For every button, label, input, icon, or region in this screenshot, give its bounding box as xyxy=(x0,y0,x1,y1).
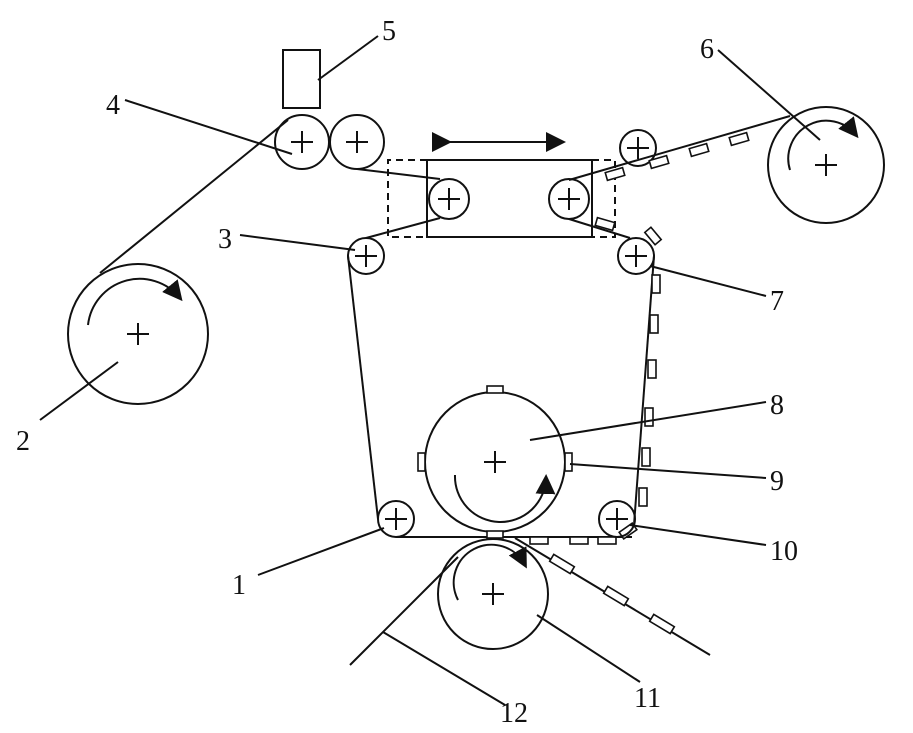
leader-lines xyxy=(39,35,821,706)
label-10: 10 xyxy=(770,536,798,567)
drum-8 xyxy=(417,385,573,539)
dancer-box xyxy=(426,159,593,238)
unit-5 xyxy=(282,49,321,109)
roller-1 xyxy=(377,500,415,538)
roller-11 xyxy=(437,538,549,650)
takeup-roll-6 xyxy=(767,106,885,224)
label-8: 8 xyxy=(770,390,784,421)
label-3: 3 xyxy=(218,224,232,255)
label-11: 11 xyxy=(634,683,661,714)
label-12: 12 xyxy=(500,698,528,729)
supply-roll-2 xyxy=(67,263,209,405)
roller-7 xyxy=(617,237,655,275)
web-line xyxy=(99,119,289,274)
label-6: 6 xyxy=(700,34,714,65)
roller-10 xyxy=(598,500,636,538)
guide-roller xyxy=(619,129,657,167)
label-1: 1 xyxy=(232,570,246,601)
label-5: 5 xyxy=(382,16,396,47)
label-2: 2 xyxy=(16,426,30,457)
label-4: 4 xyxy=(106,90,120,121)
label-7: 7 xyxy=(770,286,784,317)
label-9: 9 xyxy=(770,466,784,497)
nip-rollers-4 xyxy=(274,114,385,170)
